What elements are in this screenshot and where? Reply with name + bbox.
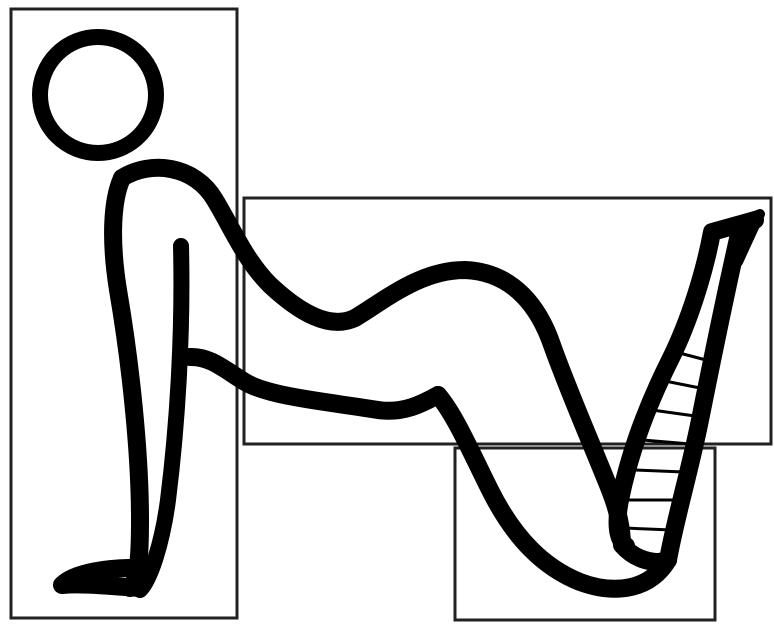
hip <box>190 357 438 411</box>
lower-leg <box>618 220 755 560</box>
chest <box>113 178 140 588</box>
head <box>40 37 156 153</box>
